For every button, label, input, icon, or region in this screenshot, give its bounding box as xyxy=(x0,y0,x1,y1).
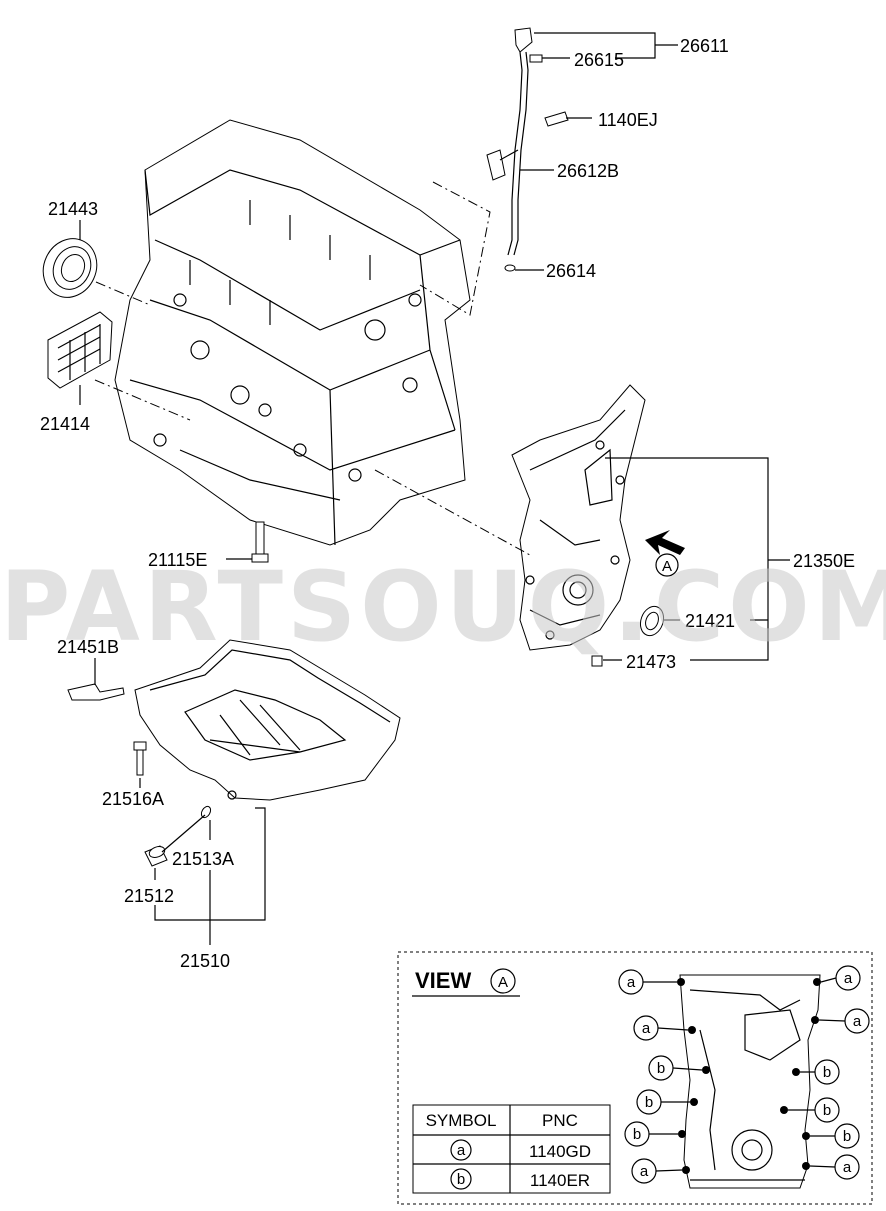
oil-level-gauge xyxy=(486,27,569,272)
oil-screen xyxy=(67,683,125,701)
rear-oil-seal xyxy=(42,238,98,298)
callout-right: b xyxy=(823,1102,831,1119)
drain-plug-gasket xyxy=(200,805,212,819)
bolt-21473 xyxy=(591,655,603,667)
label-21516A: 21516A xyxy=(102,789,164,809)
view-title: VIEW xyxy=(415,968,471,993)
leader-lines xyxy=(79,32,790,945)
label-21512: 21512 xyxy=(124,886,174,906)
label-21350E: 21350E xyxy=(793,551,855,571)
drain-plug xyxy=(144,845,168,867)
callout-right: a xyxy=(844,970,853,987)
oil-pan xyxy=(134,639,401,801)
callout-left: b xyxy=(657,1060,665,1077)
label-21513A: 21513A xyxy=(172,849,234,869)
label-21421: 21421 xyxy=(685,611,735,631)
callout-left: a xyxy=(642,1020,651,1037)
label-21510: 21510 xyxy=(180,951,230,971)
label-26615: 26615 xyxy=(574,50,624,70)
callout-left: b xyxy=(633,1126,641,1143)
callout-left: a xyxy=(627,974,636,991)
watermark: PARTSOUQ.COM xyxy=(0,551,886,663)
engine-block xyxy=(114,119,471,546)
label-26614: 26614 xyxy=(546,261,596,281)
rear-plate xyxy=(47,311,113,389)
callout-right: a xyxy=(843,1159,852,1176)
table-row-symbol: b xyxy=(457,1171,465,1188)
callout-right: b xyxy=(823,1064,831,1081)
label-21451B: 21451B xyxy=(57,637,119,657)
table-row-pnc: 1140GD xyxy=(529,1142,591,1161)
table-header-pnc: PNC xyxy=(542,1111,578,1130)
callout-right: b xyxy=(843,1128,851,1145)
callout-right: a xyxy=(853,1013,862,1030)
timing-chain-cover xyxy=(511,384,646,651)
view-marker-label: A xyxy=(662,558,672,575)
label-1140EJ: 1140EJ xyxy=(598,110,658,130)
bolt-21516A xyxy=(133,741,147,776)
label-26612B: 26612B xyxy=(557,161,619,181)
label-21115E: 21115E xyxy=(148,550,207,570)
callout-left: b xyxy=(645,1094,653,1111)
label-26611: 26611 xyxy=(680,36,729,56)
cover-front-view xyxy=(677,974,821,1189)
label-21473: 21473 xyxy=(626,652,676,672)
pnc-table: SYMBOL PNC a 1140GD b 1140ER xyxy=(412,1104,611,1194)
table-header-symbol: SYMBOL xyxy=(426,1111,497,1130)
view-a-panel: VIEW A SYMBOL PNC a 1140GD b 1140ER xyxy=(397,951,873,1205)
callout-left: a xyxy=(640,1163,649,1180)
view-title-symbol: A xyxy=(498,974,508,991)
bolt-21115E xyxy=(251,521,269,563)
table-row-pnc: 1140ER xyxy=(530,1171,590,1190)
label-21443: 21443 xyxy=(48,199,98,219)
view-arrow xyxy=(645,530,685,555)
label-21414: 21414 xyxy=(40,414,90,434)
table-row-symbol: a xyxy=(457,1142,466,1159)
front-oil-seal xyxy=(639,605,665,637)
